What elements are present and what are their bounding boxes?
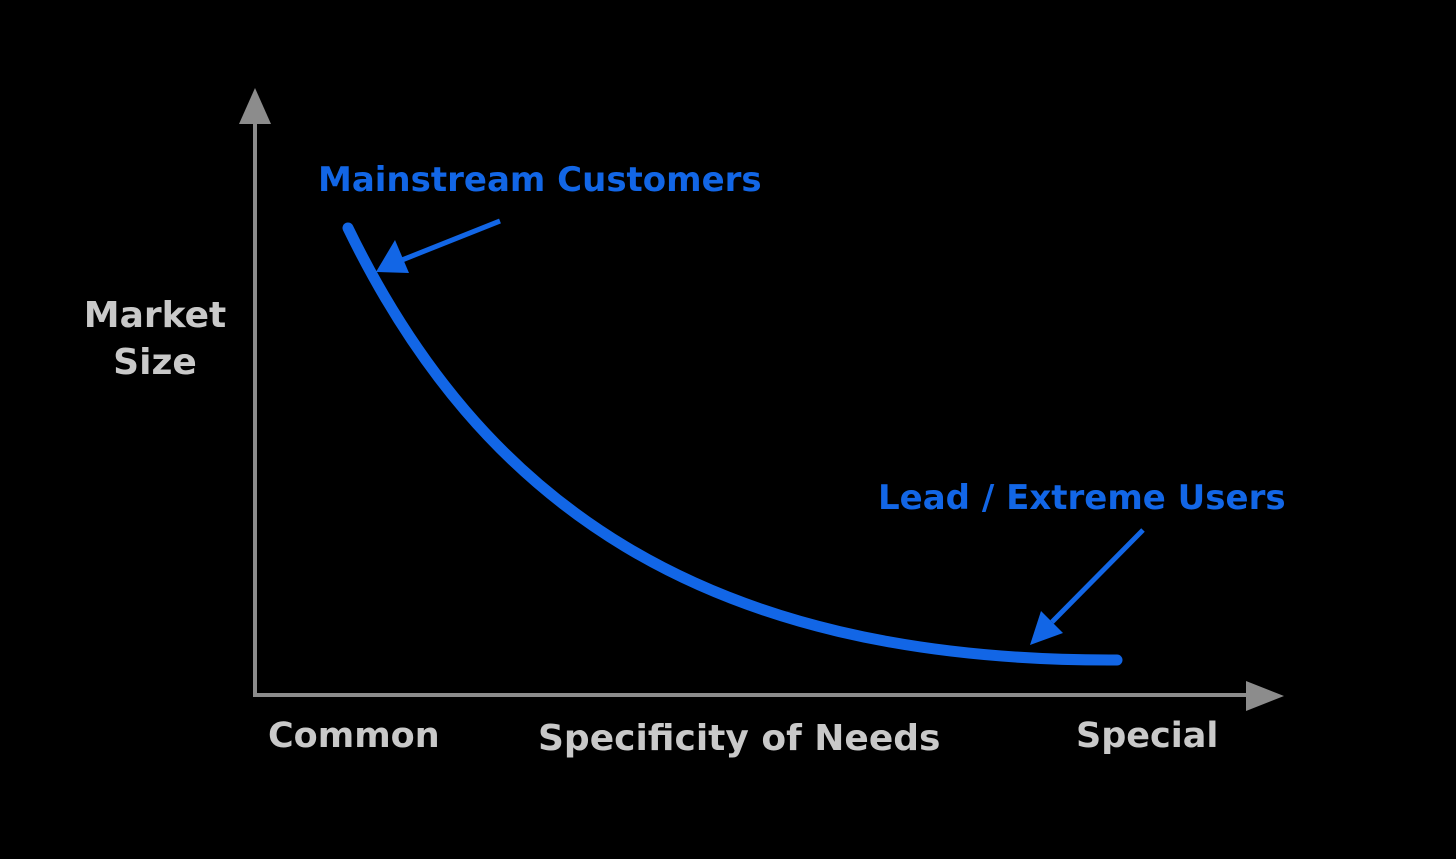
x-axis-start-label: Common xyxy=(268,716,440,756)
y-axis-arrowhead xyxy=(239,88,271,124)
x-axis-end-label: Special xyxy=(1076,716,1219,756)
lead-pointer-line xyxy=(1050,528,1145,624)
mainstream-pointer-arrowhead xyxy=(376,240,409,273)
x-axis-title: Specificity of Needs xyxy=(538,718,941,759)
lead-users-annotation: Lead / Extreme Users xyxy=(878,478,1286,518)
y-axis-label-line-1: Market xyxy=(83,295,227,336)
lead-pointer-arrowhead xyxy=(1030,611,1063,645)
mainstream-customers-annotation: Mainstream Customers xyxy=(318,160,762,200)
y-axis-label-line-2: Size xyxy=(113,342,197,383)
x-axis-arrowhead xyxy=(1246,681,1284,711)
mainstream-pointer-line xyxy=(401,218,501,263)
y-axis-label: Market Size xyxy=(80,292,230,386)
market-size-curve xyxy=(342,222,1123,666)
